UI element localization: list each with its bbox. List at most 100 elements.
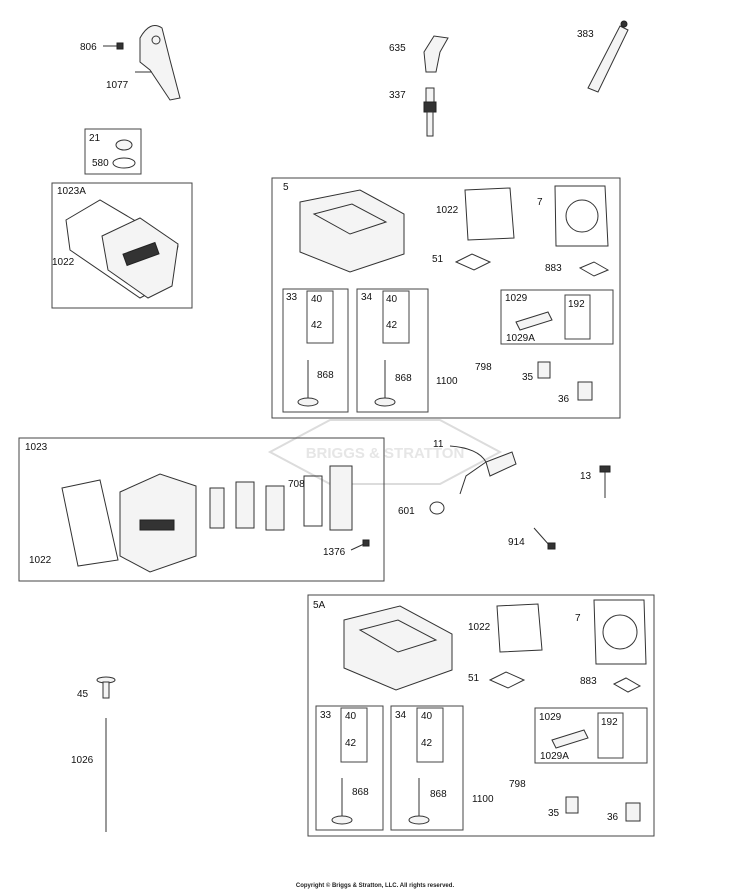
- label-1029A-a: 1029A: [506, 333, 535, 344]
- part-580-o-ring: [112, 157, 136, 169]
- label-601: 601: [398, 506, 415, 517]
- label-7-b: 7: [575, 613, 581, 624]
- part-806-bolt: [103, 42, 124, 50]
- part-35-valve-spring: [537, 361, 551, 379]
- label-51-b: 51: [468, 673, 480, 684]
- part-1022-gasket-d: [496, 603, 543, 653]
- part-1023-valve-cover-assembly: [119, 473, 197, 573]
- label-383: 383: [577, 29, 594, 40]
- part-337-spark-plug: [423, 87, 437, 137]
- label-35-a: 35: [522, 372, 534, 383]
- label-1077: 1077: [106, 80, 129, 91]
- label-42-d: 42: [421, 738, 433, 749]
- label-1376: 1376: [323, 547, 346, 558]
- part-1022-gasket-b: [464, 187, 515, 241]
- label-914: 914: [508, 537, 525, 548]
- part-383-tool: [587, 20, 629, 93]
- label-192-a: 192: [568, 299, 585, 310]
- part-45-tappet: [96, 676, 116, 699]
- label-40-d: 40: [421, 711, 433, 722]
- part-34-exhaust-valve-b: [408, 778, 430, 825]
- label-33-a: 33: [286, 292, 298, 303]
- part-11-breather-tube: [449, 445, 517, 495]
- part-1029-rocker-arm: [515, 311, 553, 331]
- box-192-a: [564, 294, 591, 340]
- label-34-a: 34: [361, 292, 373, 303]
- label-798-b: 798: [509, 779, 526, 790]
- part-36-valve-spring: [577, 381, 593, 401]
- box-1029-b: [534, 707, 648, 764]
- label-1100-a: 1100: [436, 376, 458, 387]
- part-1023A-valve-cover: [101, 217, 179, 299]
- part-708-breather-gasket: [303, 465, 353, 531]
- box-40-42-b: [382, 290, 410, 344]
- label-42-c: 42: [345, 738, 357, 749]
- part-883-gasket-b: [612, 677, 642, 693]
- label-883-a: 883: [545, 263, 562, 274]
- label-40-a: 40: [311, 294, 323, 305]
- part-5A-cylinder-head: [343, 605, 453, 691]
- label-36-b: 36: [607, 812, 619, 823]
- label-33-b: 33: [320, 710, 332, 721]
- label-708: 708: [288, 479, 305, 490]
- label-40-c: 40: [345, 711, 357, 722]
- part-13-bolt: [599, 465, 611, 498]
- watermark-logo: BRIGGS & STRATTON: [267, 419, 503, 485]
- label-51-a: 51: [432, 254, 444, 265]
- part-601-clamp: [429, 501, 445, 515]
- label-40-b: 40: [386, 294, 398, 305]
- part-51-gasket: [454, 253, 492, 271]
- part-34-exhaust-valve: [374, 360, 396, 407]
- box-40-42-c: [340, 707, 368, 763]
- label-42-a: 42: [311, 320, 323, 331]
- label-13: 13: [580, 471, 592, 482]
- label-868-d: 868: [430, 789, 447, 800]
- watermark-text: BRIGGS & STRATTON: [306, 445, 465, 462]
- label-1026: 1026: [71, 755, 94, 766]
- label-11: 11: [433, 439, 444, 450]
- part-33-intake-valve-b: [331, 778, 353, 825]
- part-33-intake-valve: [297, 360, 319, 407]
- label-868-a: 868: [317, 370, 334, 381]
- box-192-b: [597, 712, 624, 759]
- part-51-gasket-b: [488, 671, 526, 689]
- part-5-cylinder-head: [299, 189, 405, 273]
- label-1022-a: 1022: [52, 257, 75, 268]
- label-798-a: 798: [475, 362, 492, 373]
- box-5A: [307, 594, 655, 837]
- box-33-a: [282, 288, 349, 413]
- part-1077-bracket: [135, 25, 181, 101]
- box-40-42-a: [306, 290, 334, 344]
- copyright-notice: Copyright © Briggs & Stratton, LLC. All …: [295, 883, 455, 889]
- label-42-b: 42: [386, 320, 398, 331]
- part-1023-breather-parts: [209, 481, 285, 531]
- part-35-valve-spring-b: [565, 796, 579, 814]
- part-635-spark-plug-boot: [423, 35, 449, 73]
- label-5: 5: [283, 182, 289, 193]
- label-34-b: 34: [395, 710, 407, 721]
- label-35-b: 35: [548, 808, 560, 819]
- box-34-a: [356, 288, 429, 413]
- part-1022-gasket-c: [61, 479, 119, 567]
- part-1029-rocker-arm-b: [551, 729, 589, 749]
- label-883-b: 883: [580, 676, 597, 687]
- label-1100-b: 1100: [472, 794, 494, 805]
- box-34-b: [390, 705, 464, 831]
- label-1023: 1023: [25, 442, 48, 453]
- label-337: 337: [389, 90, 406, 101]
- label-5A: 5A: [313, 600, 326, 611]
- label-21: 21: [89, 133, 101, 144]
- label-1022-c: 1022: [29, 555, 52, 566]
- box-5: [271, 177, 621, 419]
- label-1029-a: 1029: [505, 293, 528, 304]
- label-45: 45: [77, 689, 89, 700]
- part-36-valve-spring-b: [625, 802, 641, 822]
- label-36-a: 36: [558, 394, 570, 405]
- label-1029-b: 1029: [539, 712, 562, 723]
- label-7-a: 7: [537, 197, 543, 208]
- box-1023: [18, 437, 385, 582]
- box-1029-a: [500, 289, 614, 345]
- label-868-b: 868: [395, 373, 412, 384]
- part-914-bolt: [533, 527, 556, 550]
